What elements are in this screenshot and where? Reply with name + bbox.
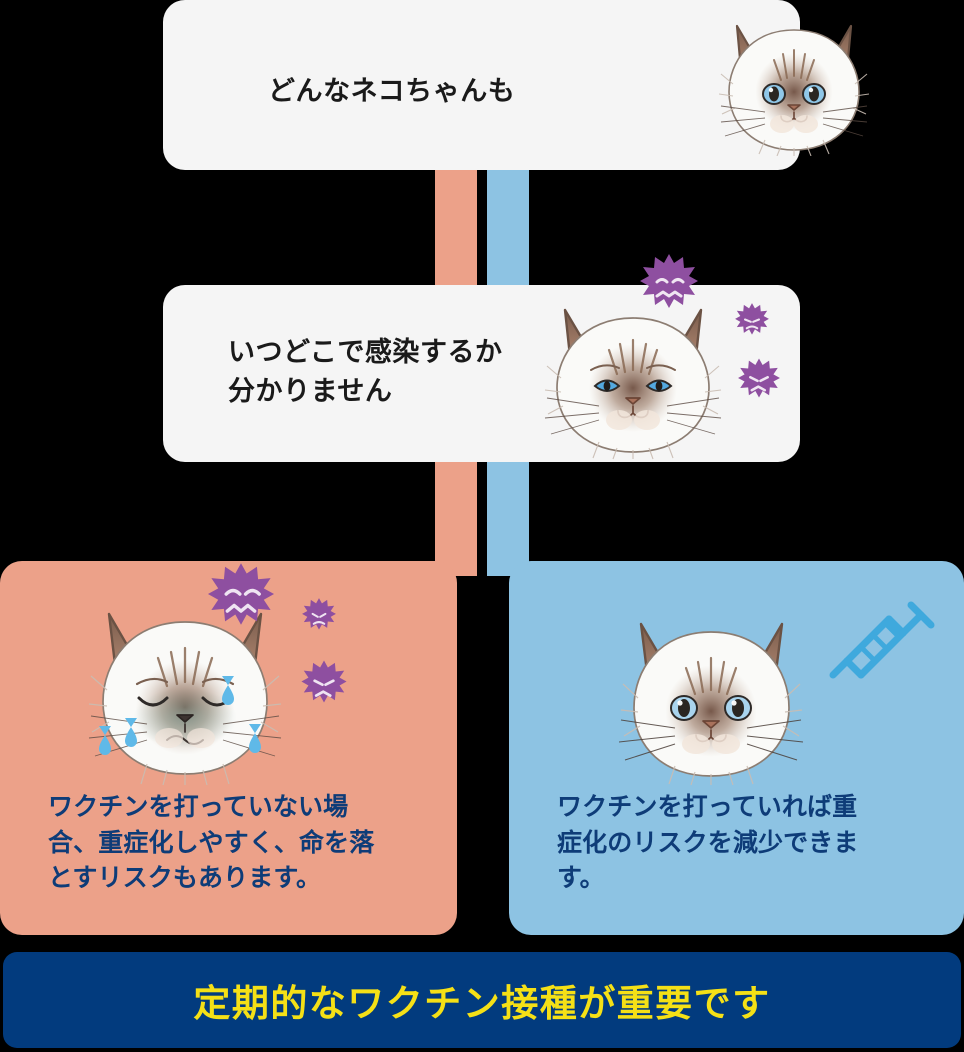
virus-icon-small xyxy=(735,303,769,335)
cat-face-icon-healthy xyxy=(619,622,804,786)
virus-icon-large xyxy=(207,563,275,625)
pink-connector-bottom xyxy=(435,446,477,576)
virus-icon-medium xyxy=(301,660,347,703)
blue-connector-bottom xyxy=(487,446,529,576)
pink-connector-top xyxy=(435,168,477,286)
card-unknown-infection-text: いつどこで感染するか 分かりません xyxy=(228,337,503,408)
panel-no-vaccine: ワクチンを打っていない場 合、重症化しやすく、命を落 とすリスクもあります。 xyxy=(0,561,457,935)
banner-conclusion-text: 定期的なワクチン接種が重要です xyxy=(193,982,771,1025)
card-any-cat-text: どんなネコちゃんも xyxy=(268,76,516,107)
card-any-cat: どんなネコちゃんも xyxy=(163,0,869,170)
blue-connector-top xyxy=(487,168,529,286)
virus-icon-large xyxy=(640,254,698,308)
tear-drop-icon-group xyxy=(99,676,261,755)
cat-face-icon-calm xyxy=(719,24,869,156)
panel-with-vaccine: ワクチンを打っていれば重 症化のリスクを減少できま す。 xyxy=(509,561,964,935)
panel-with-vaccine-text: ワクチンを打っていれば重 症化のリスクを減少できま す。 xyxy=(557,792,859,892)
virus-icon-medium xyxy=(738,358,780,398)
cat-face-icon-worried xyxy=(544,308,722,460)
syringe-icon xyxy=(829,601,935,679)
banner-conclusion: 定期的なワクチン接種が重要です xyxy=(3,952,961,1048)
virus-icon-small xyxy=(302,598,336,630)
cat-face-icon-sick xyxy=(88,612,282,786)
card-unknown-infection: いつどこで感染するか 分かりません xyxy=(163,254,800,462)
panel-no-vaccine-text: ワクチンを打っていない場 合、重症化しやすく、命を落 とすリスクもあります。 xyxy=(48,792,375,892)
